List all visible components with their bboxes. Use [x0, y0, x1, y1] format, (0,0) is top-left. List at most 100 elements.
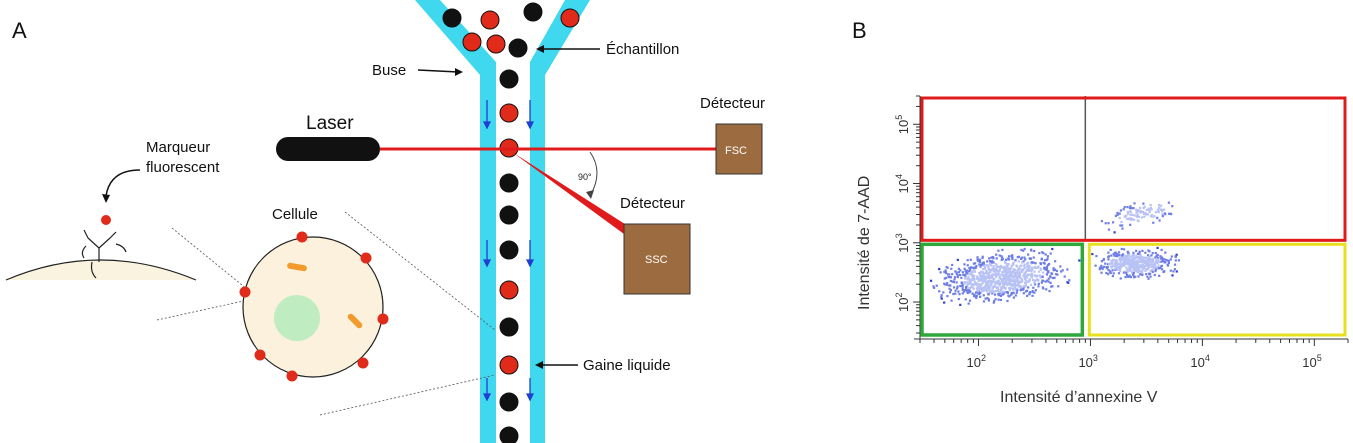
data-point: [991, 260, 994, 263]
data-point: [1117, 265, 1120, 268]
data-point: [933, 286, 936, 289]
data-point: [956, 275, 959, 279]
data-point: [1110, 266, 1113, 269]
data-point: [1018, 285, 1021, 288]
data-point: [966, 277, 969, 280]
data-point: [1146, 254, 1150, 257]
data-point: [1119, 224, 1122, 227]
data-point: [976, 256, 979, 259]
data-point: [990, 289, 993, 292]
data-point: [1029, 283, 1033, 286]
data-point: [1023, 265, 1026, 268]
data-point: [1033, 291, 1036, 294]
data-point: [1153, 262, 1156, 265]
data-point: [1133, 202, 1136, 205]
data-point: [946, 282, 949, 285]
data-point: [1046, 255, 1050, 258]
data-point: [1148, 209, 1151, 212]
data-point: [1042, 252, 1045, 255]
data-point: [1118, 258, 1121, 261]
data-point: [1151, 268, 1154, 271]
data-point: [1136, 271, 1139, 274]
data-point: [1133, 267, 1136, 270]
data-point: [1008, 289, 1012, 292]
data-point: [1120, 221, 1123, 224]
data-point: [1030, 261, 1033, 264]
data-point: [978, 283, 981, 286]
data-point: [1129, 223, 1132, 226]
data-point: [1029, 248, 1033, 251]
data-point: [1127, 259, 1130, 262]
data-point: [1012, 275, 1015, 278]
data-point: [1008, 295, 1011, 298]
data-point: [1021, 278, 1024, 281]
data-point: [1109, 265, 1113, 268]
data-point: [1011, 292, 1014, 295]
data-point: [938, 290, 941, 293]
data-point: [1017, 255, 1021, 258]
data-point: [1169, 258, 1172, 261]
data-point: [1002, 283, 1005, 286]
data-point: [1155, 259, 1158, 262]
data-point: [995, 257, 998, 260]
data-point: [973, 274, 976, 278]
data-point: [975, 294, 978, 297]
data-point: [1175, 253, 1178, 256]
data-point: [979, 295, 982, 298]
data-point: [955, 271, 958, 274]
data-point: [1117, 272, 1121, 275]
data-point: [988, 288, 991, 291]
data-point: [1144, 256, 1148, 259]
data-point: [1046, 257, 1049, 260]
data-point: [1003, 260, 1007, 263]
data-point: [1129, 275, 1133, 279]
data-point: [1109, 271, 1112, 274]
data-point: [1123, 263, 1126, 266]
data-point: [961, 271, 964, 274]
data-point: [979, 275, 982, 278]
data-point: [1017, 274, 1020, 277]
data-point: [1128, 269, 1131, 272]
data-point: [1025, 281, 1028, 284]
data-point: [1119, 269, 1122, 272]
data-point: [1009, 283, 1013, 286]
data-point: [1114, 260, 1118, 263]
data-point: [1033, 283, 1037, 286]
data-point: [1010, 278, 1013, 282]
data-point: [1155, 261, 1159, 264]
data-point: [1147, 266, 1151, 269]
data-point: [993, 270, 997, 273]
data-point: [1128, 207, 1132, 210]
data-point: [943, 277, 946, 280]
data-point: [974, 281, 977, 284]
data-point: [1125, 266, 1128, 269]
ssc-detector-title: Détecteur: [620, 195, 685, 212]
data-point: [976, 290, 979, 293]
data-point: [959, 284, 962, 288]
data-point: [970, 271, 973, 274]
data-point: [959, 273, 962, 277]
data-point: [955, 287, 959, 290]
data-point: [987, 293, 990, 296]
data-point: [1002, 276, 1005, 279]
data-point: [985, 275, 989, 278]
data-point: [1030, 276, 1034, 279]
data-point: [1141, 270, 1144, 274]
data-point: [1160, 248, 1163, 252]
data-point: [1126, 255, 1129, 258]
data-point: [1116, 255, 1119, 258]
data-point: [987, 267, 990, 270]
data-point: [982, 294, 985, 297]
zoom-lines: [156, 211, 496, 416]
data-point: [1128, 218, 1131, 221]
data-point: [984, 285, 987, 289]
data-point: [970, 285, 973, 289]
data-point: [1126, 268, 1129, 271]
data-point: [1156, 246, 1159, 250]
data-point: [963, 263, 966, 266]
data-point: [1175, 270, 1178, 273]
data-point: [1169, 212, 1173, 216]
sample-arrowhead: [536, 45, 544, 53]
data-point: [1108, 262, 1111, 265]
